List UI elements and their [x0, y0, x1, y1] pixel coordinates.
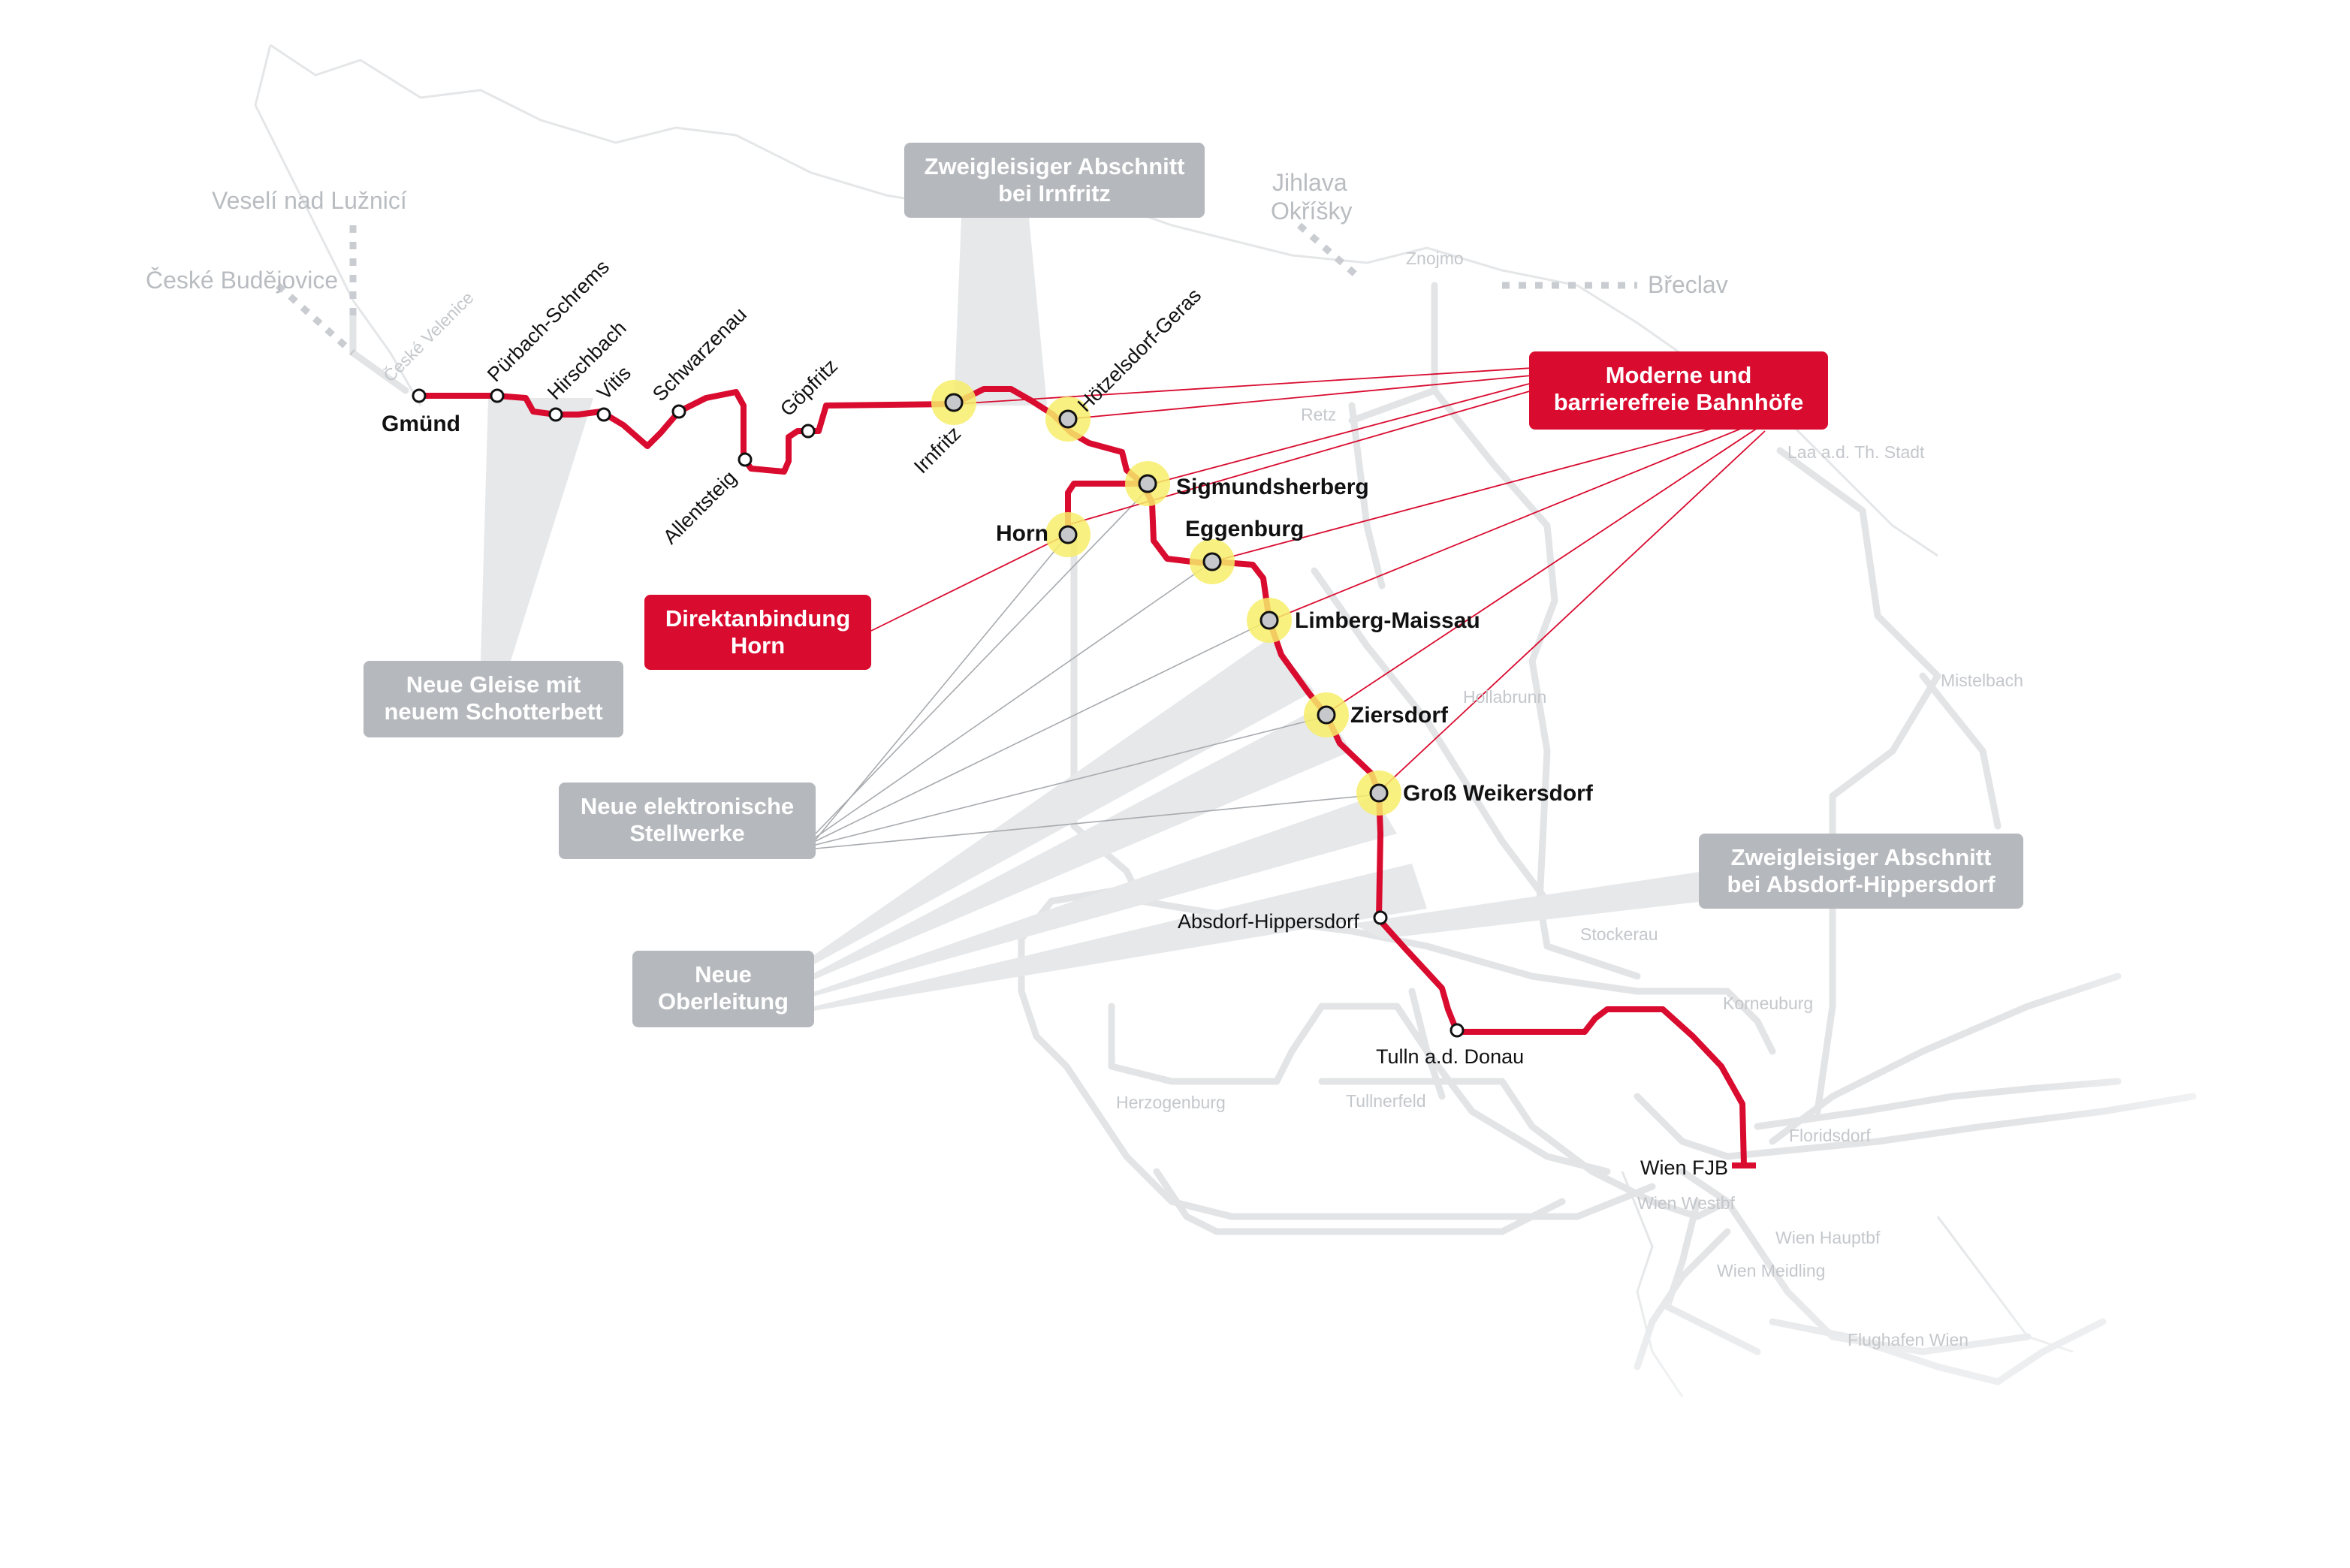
label-hoetzelsdorf: Hötzelsdorf-Geras [1073, 284, 1205, 416]
place-retz: Retz [1301, 405, 1336, 424]
label-allentsteig: Allentsteig [659, 466, 741, 548]
callout-direktanbindung-horn: Direktanbindung Horn [644, 595, 871, 670]
place-korneuburg: Korneuburg [1723, 994, 1813, 1013]
fade-bottom [901, 1247, 2350, 1568]
wedges [481, 218, 1705, 1021]
svg-text:barrierefreie Bahnhöfe: barrierefreie Bahnhöfe [1554, 389, 1804, 415]
svg-text:Zweigleisiger Abschnitt: Zweigleisiger Abschnitt [925, 153, 1185, 179]
place-stockerau: Stockerau [1580, 924, 1658, 944]
station-irnfritz-dot [944, 393, 964, 412]
place-herzogenburg: Herzogenburg [1116, 1093, 1226, 1112]
label-tulln: Tulln a.d. Donau [1376, 1045, 1524, 1068]
svg-text:Zweigleisiger Abschnitt: Zweigleisiger Abschnitt [1731, 844, 1992, 870]
station-hoetzelsdorf-dot [1058, 409, 1078, 429]
place-veseli: Veselí nad Lužnicí [212, 187, 407, 214]
svg-text:Oberleitung: Oberleitung [658, 988, 789, 1015]
place-wien-hauptbf: Wien Hauptbf [1775, 1228, 1881, 1247]
place-floridsdorf: Floridsdorf [1789, 1126, 1871, 1145]
place-ceske-budejovice: České Budějovice [146, 267, 338, 294]
station-hirschbach-dot [548, 407, 563, 422]
station-gmuend-dot [412, 388, 427, 403]
label-absdorf: Absdorf-Hippersdorf [1178, 910, 1359, 933]
callout-zweigleisig-irnfritz: Zweigleisiger Abschnitt bei Irnfritz [904, 143, 1205, 218]
label-horn: Horn [996, 521, 1048, 546]
callout-neue-stellwerke: Neue elektronische Stellwerke [559, 782, 816, 859]
station-gross-weikersdorf-dot [1369, 783, 1389, 803]
station-eggenburg-dot [1202, 552, 1222, 571]
station-dots-major [944, 393, 1389, 803]
place-wien-meidling: Wien Meidling [1717, 1261, 1825, 1280]
label-limberg: Limberg-Maissau [1295, 608, 1480, 633]
station-limberg-dot [1259, 611, 1279, 630]
place-okrisky: Okříšky [1271, 198, 1352, 225]
station-sigmundsherberg-dot [1138, 474, 1157, 493]
place-tullnerfeld: Tullnerfeld [1346, 1091, 1426, 1111]
callout-neue-oberleitung: Neue Oberleitung [632, 951, 814, 1027]
callout-neue-gleise: Neue Gleise mit neuem Schotterbett [364, 661, 623, 737]
leader-line-horn [870, 534, 1067, 632]
label-vitis: Vitis [593, 361, 635, 404]
svg-text:bei Absdorf-Hippersdorf: bei Absdorf-Hippersdorf [1727, 871, 1996, 897]
place-ceske-velenice: České Velenice [379, 287, 477, 385]
place-jihlava: Jihlava [1272, 169, 1347, 196]
dotted-connections [275, 222, 1637, 356]
label-sigmundsherberg: Sigmundsherberg [1176, 475, 1369, 499]
label-gross-weikersdorf: Groß Weikersdorf [1403, 781, 1594, 806]
callout-moderne-bahnhoefe: Moderne und barrierefreie Bahnhöfe [1529, 351, 1828, 430]
label-irnfritz: Irnfritz [910, 422, 965, 478]
svg-text:neuem Schotterbett: neuem Schotterbett [384, 698, 602, 725]
svg-text:Neue: Neue [695, 961, 752, 988]
label-ziersdorf: Ziersdorf [1350, 703, 1449, 728]
callout-zweigleisig-absdorf: Zweigleisiger Abschnitt bei Absdorf-Hipp… [1699, 834, 2023, 909]
svg-text:bei Irnfritz: bei Irnfritz [998, 180, 1111, 207]
label-wien-fjb: Wien FJB [1640, 1156, 1728, 1179]
place-breclav: Břeclav [1648, 271, 1728, 298]
svg-text:Direktanbindung: Direktanbindung [665, 605, 850, 632]
station-schwarzenau-dot [671, 404, 686, 419]
svg-text:Neue Gleise mit: Neue Gleise mit [406, 671, 581, 698]
station-horn-dot [1058, 525, 1078, 544]
station-ziersdorf-dot [1317, 705, 1336, 725]
station-allentsteig-dot [738, 452, 753, 467]
station-tulln-dot [1450, 1023, 1465, 1038]
svg-text:Horn: Horn [731, 632, 785, 659]
background-place-labels: Veselí nad Lužnicí České Budějovice Česk… [146, 169, 2023, 1349]
place-flughafen-wien: Flughafen Wien [1848, 1330, 1968, 1349]
station-goepfritz-dot [801, 424, 816, 439]
place-mistelbach: Mistelbach [1941, 671, 2023, 690]
svg-text:Neue elektronische: Neue elektronische [581, 793, 794, 819]
place-wien-westbf: Wien Westbf [1637, 1193, 1736, 1213]
station-dots-minor [412, 388, 1465, 1038]
leader-lines-stellwerke [815, 490, 1380, 849]
place-laa: Laa a.d. Th. Stadt [1787, 442, 1925, 462]
station-absdorf-dot [1373, 910, 1388, 925]
place-znojmo: Znojmo [1406, 249, 1464, 268]
svg-text:Stellwerke: Stellwerke [629, 820, 744, 846]
svg-text:Moderne und: Moderne und [1606, 362, 1752, 388]
place-hollabrunn: Hollabrunn [1463, 687, 1546, 707]
label-eggenburg: Eggenburg [1185, 517, 1304, 541]
label-gmuend: Gmünd [382, 412, 460, 436]
label-goepfritz: Göpfritz [776, 354, 842, 421]
station-puerbach-dot [490, 388, 505, 403]
station-vitis-dot [596, 407, 611, 422]
